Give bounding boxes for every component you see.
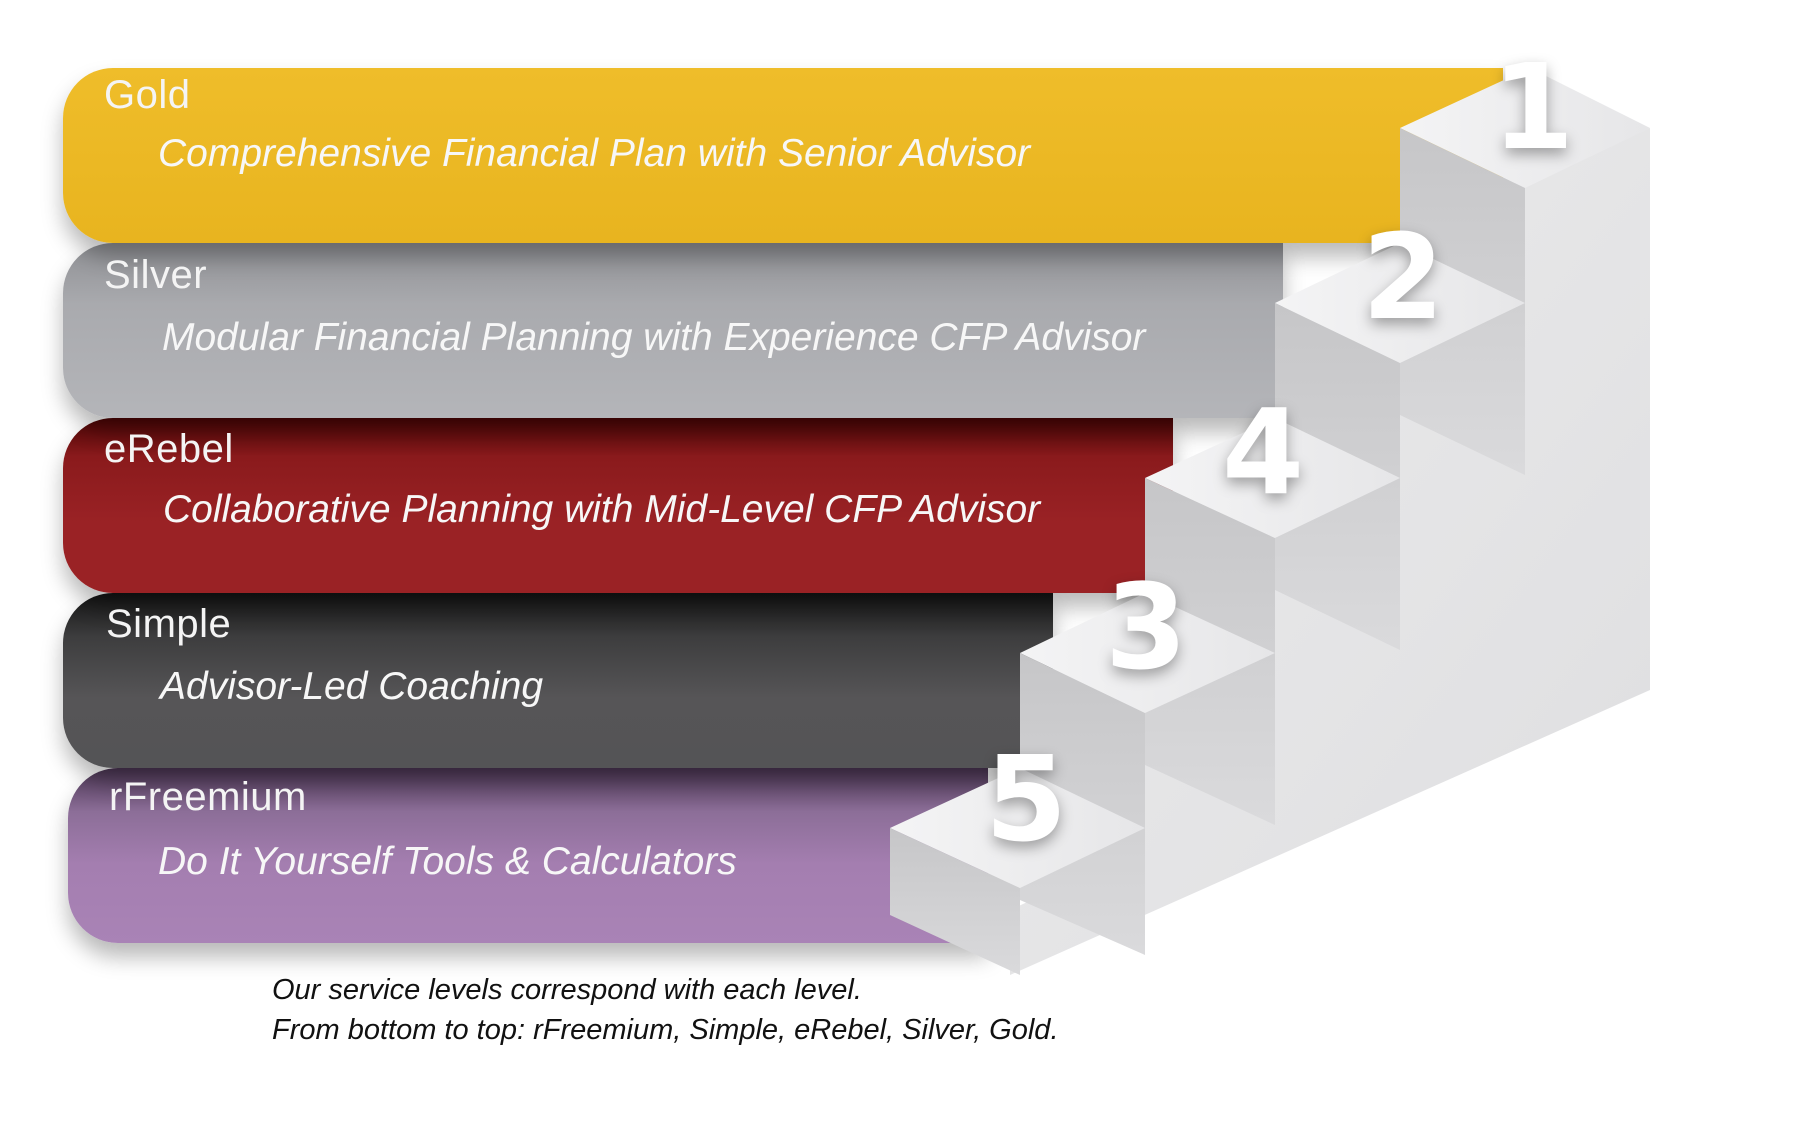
step-number-1: 1 bbox=[1492, 38, 1575, 176]
stair-step-5-top bbox=[890, 768, 1145, 888]
step-number-5: 5 bbox=[985, 730, 1068, 868]
tier-name-gold: Gold bbox=[104, 73, 191, 117]
stair-step-3-top bbox=[1020, 593, 1275, 713]
step-number-2: 2 bbox=[1362, 208, 1445, 346]
tier-description-gold: Comprehensive Financial Plan with Senior… bbox=[158, 132, 1031, 175]
step-number-3: 3 bbox=[1105, 558, 1188, 696]
tier-band-rfreemium bbox=[68, 768, 988, 943]
tier-band-simple bbox=[63, 593, 1053, 768]
tier-band-erebel bbox=[63, 418, 1173, 593]
tier-name-erebel: eRebel bbox=[104, 427, 234, 471]
stair-step-5-front bbox=[890, 828, 1020, 975]
tier-description-rfreemium: Do It Yourself Tools & Calculators bbox=[158, 840, 737, 883]
tier-band-silver bbox=[63, 243, 1283, 418]
tier-name-silver: Silver bbox=[104, 253, 208, 297]
tier-description-simple: Advisor-Led Coaching bbox=[160, 665, 544, 708]
caption-line-1: Our service levels correspond with each … bbox=[272, 974, 862, 1006]
caption-line-2: From bottom to top: rFreemium, Simple, e… bbox=[272, 1014, 1059, 1046]
tier-description-silver: Modular Financial Planning with Experien… bbox=[162, 316, 1146, 359]
tier-band-gold bbox=[63, 68, 1503, 243]
stair-step-4-top bbox=[1145, 418, 1400, 538]
tier-name-simple: Simple bbox=[106, 602, 232, 646]
step-number-4: 4 bbox=[1222, 383, 1305, 521]
tier-description-erebel: Collaborative Planning with Mid-Level CF… bbox=[163, 488, 1041, 531]
tier-name-rfreemium: rFreemium bbox=[109, 775, 307, 819]
